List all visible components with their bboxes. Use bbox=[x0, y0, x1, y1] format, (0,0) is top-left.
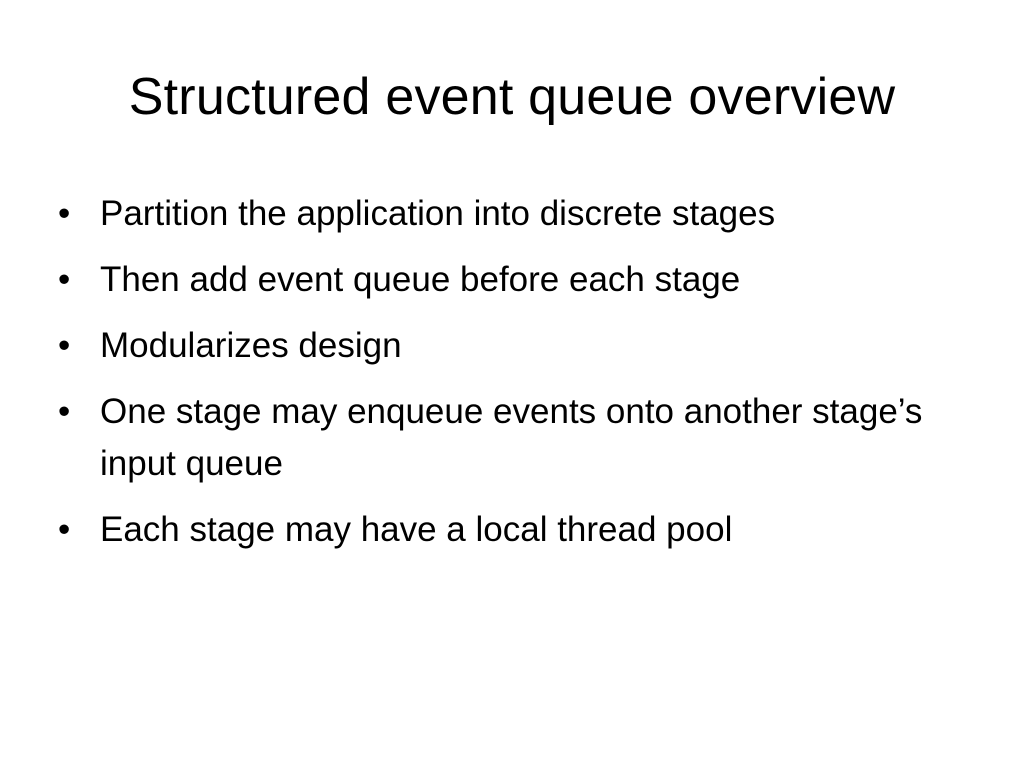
bullet-item: • Each stage may have a local thread poo… bbox=[58, 504, 958, 556]
bullet-item: • Partition the application into discret… bbox=[58, 188, 958, 240]
bullet-marker: • bbox=[58, 194, 71, 233]
bullet-text: Then add event queue before each stage bbox=[100, 260, 741, 299]
slide-title: Structured event queue overview bbox=[128, 68, 896, 126]
bullet-marker: • bbox=[58, 260, 71, 299]
bullet-marker: • bbox=[58, 392, 71, 431]
bullet-text: Partition the application into discrete … bbox=[100, 194, 776, 233]
bullet-item: • One stage may enqueue events onto anot… bbox=[58, 386, 958, 490]
bullet-item: • Then add event queue before each stage bbox=[58, 254, 958, 306]
bullet-text: Modularizes design bbox=[100, 326, 402, 365]
bullet-text: One stage may enqueue events onto anothe… bbox=[100, 392, 923, 483]
bullet-marker: • bbox=[58, 326, 71, 365]
bullet-item: • Modularizes design bbox=[58, 320, 958, 372]
bullet-marker: • bbox=[58, 510, 71, 549]
bullet-list: • Partition the application into discret… bbox=[58, 188, 958, 570]
bullet-text: Each stage may have a local thread pool bbox=[100, 510, 733, 549]
